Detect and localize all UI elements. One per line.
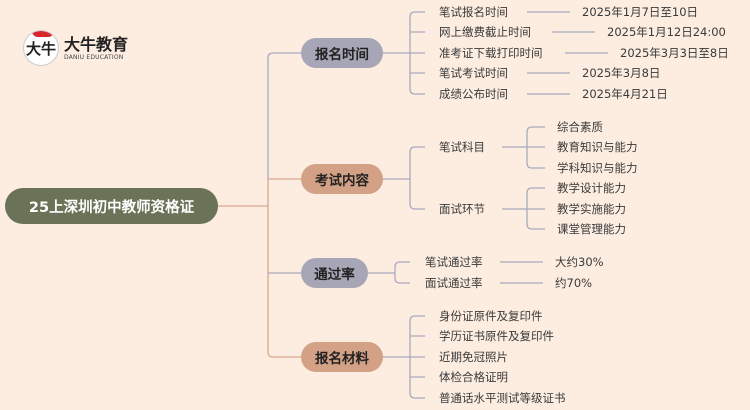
material-item[interactable]: 体检合格证明 [439,370,508,384]
sub-item[interactable]: 教育知识与能力 [557,140,638,154]
branch-pass-rate[interactable]: 通过率 [301,258,368,288]
logo: 大牛 大牛教育 DANIU EDUCATION [23,30,128,66]
material-item[interactable]: 近期免冠照片 [439,350,508,364]
sub-item[interactable]: 教学实施能力 [557,202,626,216]
item-value[interactable]: 2025年3月8日 [582,66,661,80]
item-value[interactable]: 2025年1月12日24:00 [607,25,726,39]
item-value[interactable]: 约70% [555,276,593,290]
item-label[interactable]: 准考证下载打印时间 [439,46,543,60]
item-value[interactable]: 2025年4月21日 [582,87,668,101]
branch-materials[interactable]: 报名材料 [301,342,383,372]
sub-item[interactable]: 课堂管理能力 [557,222,626,236]
logo-mark-icon: 大牛 [23,30,59,66]
item-label[interactable]: 网上缴费截止时间 [439,25,531,39]
logo-name: 大牛教育 [64,34,129,54]
trunk-lower [267,179,301,358]
item-label[interactable]: 笔试报名时间 [439,5,508,19]
sub-item[interactable]: 综合素质 [557,120,603,134]
item-label[interactable]: 笔试通过率 [425,255,483,269]
item-label[interactable]: 笔试考试时间 [439,66,508,80]
sub-item[interactable]: 学科知识与能力 [557,161,638,175]
material-item[interactable]: 学历证书原件及复印件 [439,329,554,343]
logo-en: DANIU EDUCATION [64,53,124,61]
item-value[interactable]: 2025年1月7日至10日 [582,5,699,19]
item-value[interactable]: 2025年3月3日至8日 [620,46,729,60]
branch-registration-time[interactable]: 报名时间 [301,38,383,68]
item-label[interactable]: 面试环节 [439,202,485,216]
material-item[interactable]: 身份证原件及复印件 [439,309,543,323]
root-node[interactable]: 25上深圳初中教师资格证 [5,188,218,224]
item-label[interactable]: 成绩公布时间 [439,87,508,101]
trunk-upper [267,52,301,179]
item-value[interactable]: 大约30% [555,255,604,269]
branch-exam-content[interactable]: 考试内容 [301,164,383,194]
item-label[interactable]: 面试通过率 [425,276,483,290]
material-item[interactable]: 普通话水平测试等级证书 [439,391,566,405]
item-label[interactable]: 笔试科目 [439,140,485,154]
sub-item[interactable]: 教学设计能力 [557,181,626,195]
